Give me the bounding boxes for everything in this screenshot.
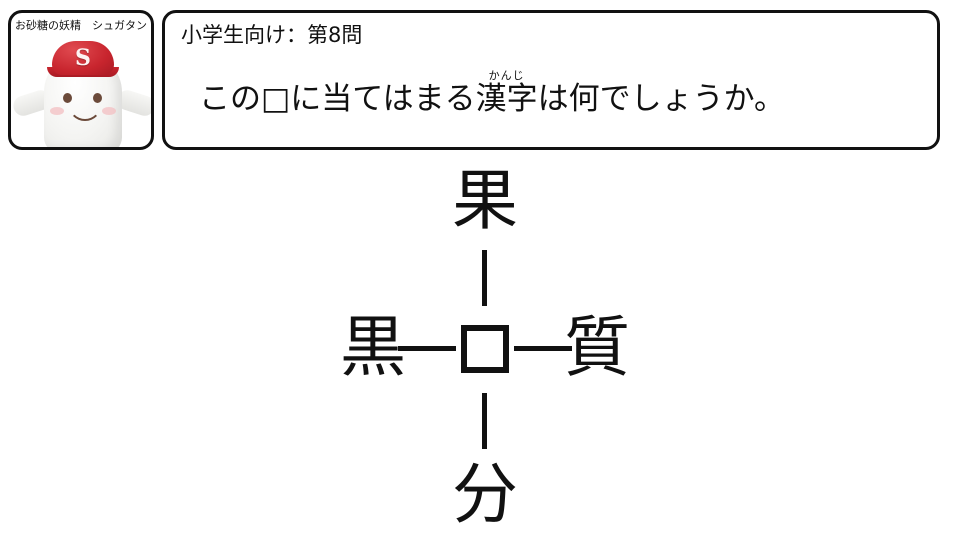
mascot-left-eye <box>63 93 72 103</box>
question-ruby-furigana: かんじ <box>475 69 538 82</box>
puzzle-kanji-left: 黒 <box>340 309 406 386</box>
puzzle-connector-left <box>398 346 456 351</box>
mascot-panel: お砂糖の妖精 シュガタン S <box>8 10 154 150</box>
puzzle-kanji-right: 質 <box>564 309 630 386</box>
mascot-cap <box>52 41 114 75</box>
mascot-illustration: S <box>11 31 151 147</box>
question-text-suffix: は何でしょうか。 <box>537 81 786 117</box>
question-header: 小学生向け：第8問 <box>181 23 363 47</box>
puzzle-connector-right <box>514 346 572 351</box>
question-text: この□に当てはまる 漢字かんじ は何でしょうか。 <box>199 69 785 119</box>
question-text-prefix: この□に当てはまる <box>199 81 476 117</box>
mascot-mouth <box>68 101 102 121</box>
mascot-caption: お砂糖の妖精 シュガタン <box>15 19 147 32</box>
puzzle-kanji-top: 果 <box>452 162 518 239</box>
puzzle-connector-bottom <box>482 393 487 449</box>
question-panel: 小学生向け：第8問 この□に当てはまる 漢字かんじ は何でしょうか。 <box>162 10 940 150</box>
question-ruby-base: 漢字 <box>475 81 538 117</box>
kanji-cross-puzzle: 果 黒 質 分 <box>0 150 960 540</box>
question-ruby-kanji: 漢字かんじ <box>476 69 538 119</box>
puzzle-connector-top <box>482 250 487 306</box>
mascot-left-cheek <box>50 107 64 115</box>
mascot-right-eye <box>93 93 102 103</box>
puzzle-blank-box <box>461 325 509 373</box>
puzzle-kanji-bottom: 分 <box>452 456 518 533</box>
mascot-cap-letter: S <box>75 45 91 71</box>
mascot-right-cheek <box>102 107 116 115</box>
